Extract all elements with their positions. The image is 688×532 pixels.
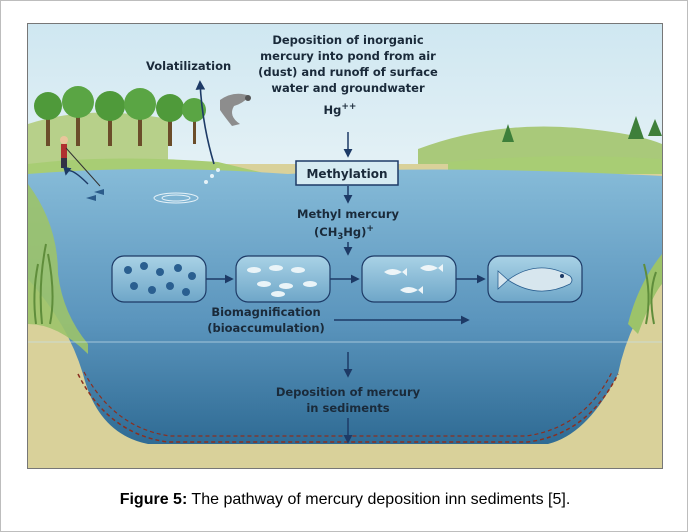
pond-water [28, 169, 662, 444]
caption-text: The pathway of mercury deposition inn se… [187, 491, 571, 508]
fisherman-arrow [63, 166, 89, 185]
hg-label: Hg++ [324, 102, 357, 117]
large-fish-shape [497, 267, 573, 292]
caption-label: Figure 5: [119, 491, 188, 508]
formula-close: Hg) [343, 225, 366, 239]
deposition-line-3: (dust) and runoff of surface [258, 65, 438, 79]
food-chain [111, 255, 583, 303]
fisherman-figure [60, 136, 101, 187]
right-bank-grass [448, 156, 662, 174]
water-ripples [153, 168, 220, 204]
diagram-canvas: Volatilization Deposition of inorganic m… [28, 24, 662, 468]
sediment-label-line-1: Deposition of mercury [276, 385, 421, 399]
sediment-label-line-2: in sediments [306, 401, 389, 415]
small-fish-shapes [384, 264, 443, 294]
deposition-line-1: Deposition of inorganic [272, 33, 424, 47]
right-shore [628, 254, 662, 334]
zooplankton-shapes [247, 265, 317, 297]
deposition-line-2: mercury into pond from air [260, 49, 436, 63]
pine-trees [502, 116, 662, 142]
figure-caption: Figure 5: The pathway of mercury deposit… [1, 491, 688, 509]
hg-symbol: Hg [324, 103, 342, 117]
formula-charge: + [366, 224, 374, 234]
deposition-top-label: Deposition of inorganic mercury into pon… [258, 33, 438, 117]
left-shore [28, 184, 88, 354]
mercury-pathway-diagram: Volatilization Deposition of inorganic m… [27, 23, 663, 469]
methyl-mercury-label: Methyl mercury [297, 207, 399, 221]
methylation-label: Methylation [306, 167, 387, 181]
tree-group [34, 86, 206, 146]
methyl-mercury-formula: (CH3Hg)+ [314, 224, 374, 242]
volatilization-label: Volatilization [146, 59, 231, 73]
hg-charge: ++ [341, 102, 356, 112]
methylation-box [295, 160, 399, 186]
plankton-dots [124, 262, 196, 296]
biomagnification-label: Biomagnification [211, 305, 320, 319]
small-fish-box [361, 255, 457, 303]
volatilization-arrow [195, 80, 215, 165]
shore-fish [86, 189, 104, 201]
formula-subscript: 3 [337, 232, 343, 242]
bird-figure [220, 93, 251, 126]
deposition-line-4: water and groundwater [271, 81, 425, 95]
bioaccumulation-label: (bioaccumulation) [207, 321, 325, 335]
formula-open: (CH [314, 225, 337, 239]
seaweed-left [33, 243, 54, 325]
seaweed-right [643, 263, 657, 325]
